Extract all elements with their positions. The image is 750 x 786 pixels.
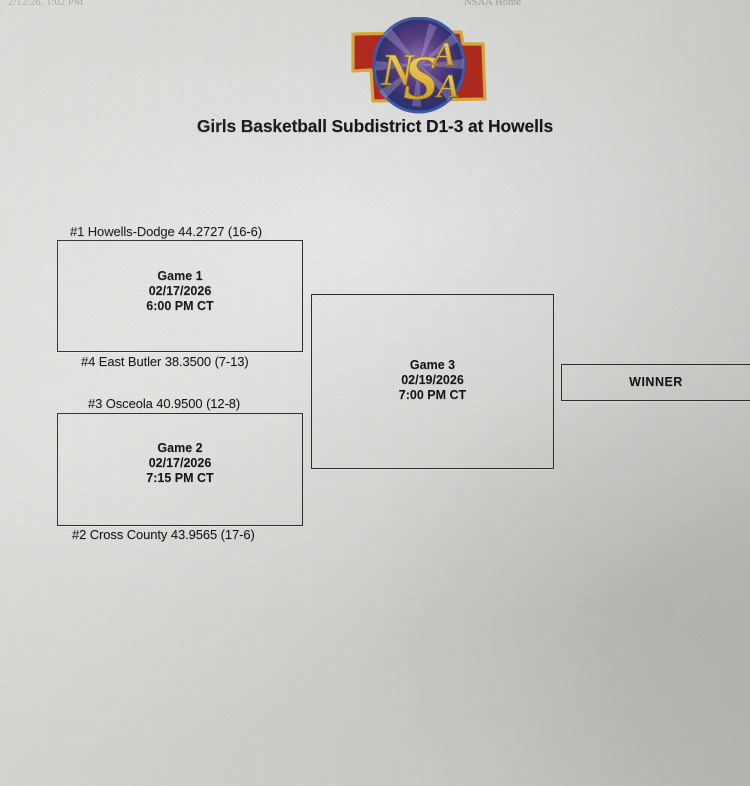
page-title: Girls Basketball Subdistrict D1-3 at How… (196, 116, 554, 136)
game-3-date: 02/19/2026 (401, 373, 464, 387)
game-3-name: Game 3 (409, 358, 456, 372)
seed-line-4: #4 East Butler 38.3500 (7-13) (81, 354, 249, 369)
game-3-time: 7:00 PM CT (398, 388, 467, 402)
svg-text:A: A (435, 68, 460, 105)
game-1-name: Game 1 (157, 269, 203, 283)
seed-line-3: #3 Osceola 40.9500 (12-8) (88, 396, 241, 411)
game-3-box (311, 294, 554, 469)
svg-text:S: S (403, 42, 439, 113)
seed-line-2: #2 Cross County 43.9565 (17-6) (72, 527, 255, 542)
game-1-details: Game 1 02/17/2026 6:00 PM CT (57, 269, 303, 314)
game-2-box (57, 413, 303, 526)
nsaa-orb (372, 17, 466, 114)
svg-text:N: N (380, 44, 416, 95)
svg-text:A: A (431, 36, 456, 73)
game-1-box (57, 240, 303, 352)
game-2-date: 02/17/2026 (148, 456, 212, 470)
game-2-time: 7:15 PM CT (146, 471, 214, 485)
print-header-left: 2/12/26, 1:02 PM (8, 0, 84, 8)
game-1-date: 02/17/2026 (148, 284, 212, 298)
game-2-name: Game 2 (157, 441, 203, 455)
nsaa-logo: N S A A (333, 17, 505, 115)
game-3-details: Game 3 02/19/2026 7:00 PM CT (311, 358, 554, 403)
print-header-center: NSAA Home (464, 0, 522, 8)
game-2-details: Game 2 02/17/2026 7:15 PM CT (57, 441, 303, 486)
winner-label: WINNER (629, 375, 683, 389)
seed-line-1: #1 Howells-Dodge 44.2727 (16-6) (70, 224, 263, 239)
winner-box (561, 364, 750, 401)
game-1-time: 6:00 PM CT (146, 299, 214, 313)
